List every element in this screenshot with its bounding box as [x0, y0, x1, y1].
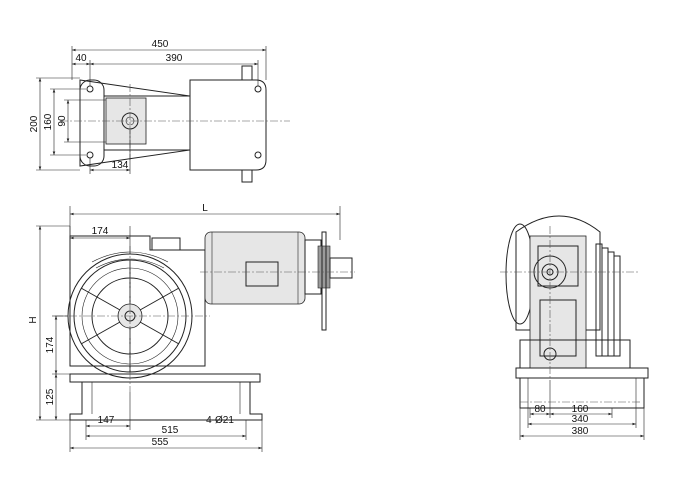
dim-147-label: 147	[98, 415, 115, 426]
side-view: 80 160 340 380	[500, 215, 649, 440]
dim-380-label: 380	[572, 426, 589, 437]
dim-174-horizontal-label: 174	[92, 226, 109, 237]
dim-160-label: 160	[43, 113, 54, 130]
front-view: L 174 H 174 125 147 4-Ø21 515	[28, 203, 355, 452]
dim-L-label: L	[202, 203, 208, 214]
dim-80-label: 80	[534, 404, 546, 415]
dim-40-label: 40	[75, 53, 87, 64]
dim-125-label: 125	[45, 388, 56, 405]
dim-515-label: 515	[162, 425, 179, 436]
dim-160-side-label: 160	[572, 404, 589, 415]
dim-450-label: 450	[152, 39, 169, 50]
dim-174-vertical-label: 174	[45, 336, 56, 353]
dim-340-label: 340	[572, 414, 589, 425]
top-view: 450 40 390 200 160 90 134	[29, 39, 290, 183]
dim-390-label: 390	[166, 53, 183, 64]
dim-134-label: 134	[112, 160, 129, 171]
hole-spec-label: 4-Ø21	[206, 415, 234, 426]
dim-90-label: 90	[57, 115, 68, 127]
dim-H-label: H	[28, 316, 39, 323]
dim-555-label: 555	[152, 437, 169, 448]
dim-200-label: 200	[29, 115, 40, 132]
